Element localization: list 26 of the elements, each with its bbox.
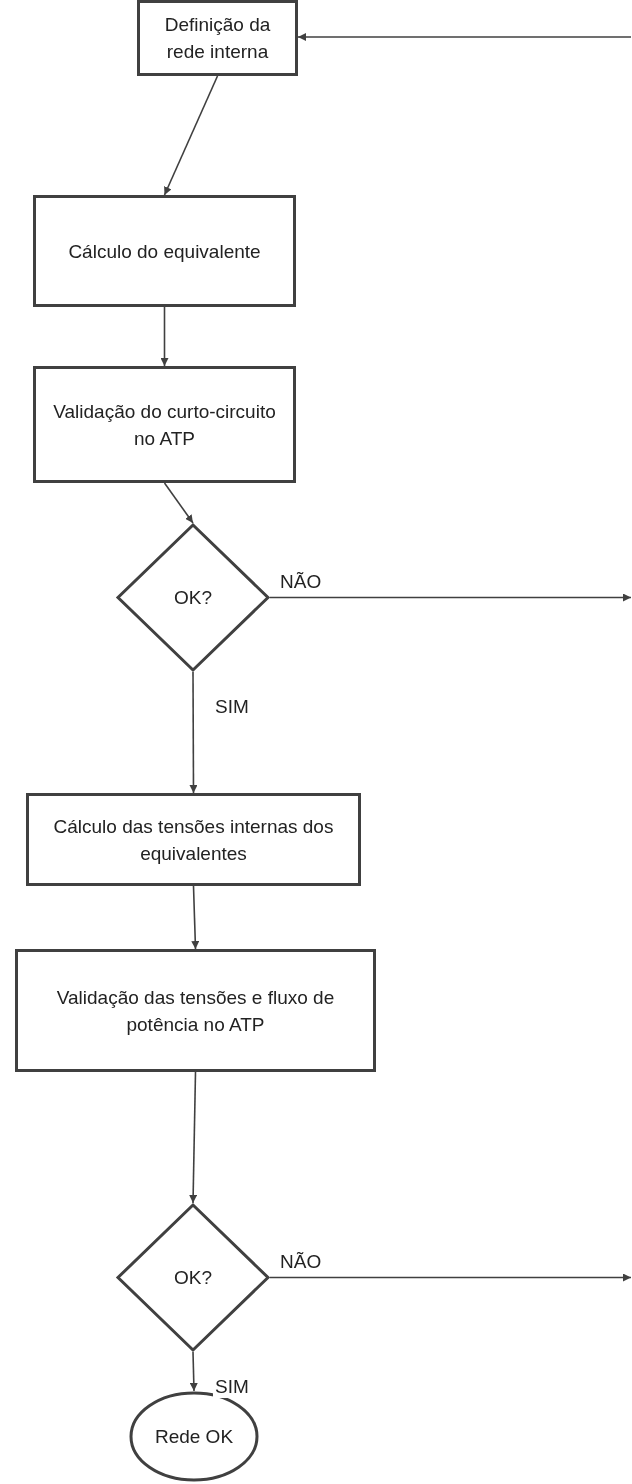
node-text: Validação das tensões e fluxo de potência no ATP	[55, 985, 336, 1037]
arrow	[163, 482, 194, 524]
process-box	[15, 949, 376, 1072]
node-text: Definição da rede interna	[163, 13, 272, 64]
process-box	[26, 793, 361, 886]
arrow	[269, 593, 632, 602]
process-box	[33, 366, 296, 483]
process-box	[137, 0, 298, 76]
arrow	[189, 1351, 198, 1392]
node-text: Validação do curto-circuito no ATP	[52, 399, 277, 451]
arrow	[163, 75, 219, 196]
process-box	[33, 195, 296, 307]
arrow	[189, 671, 198, 794]
decision-diamond	[116, 523, 270, 672]
node-text: Cálculo do equivalente	[67, 239, 262, 264]
arrow	[189, 1071, 198, 1204]
node-text: Rede OK	[153, 1425, 235, 1449]
terminal-ellipse	[129, 1391, 259, 1482]
node-text: OK?	[173, 586, 213, 610]
arrow	[269, 1273, 632, 1282]
arrow	[191, 885, 200, 950]
node-text: OK?	[173, 1266, 213, 1290]
arrow	[160, 306, 169, 367]
decision-diamond	[116, 1203, 270, 1352]
node-text: Cálculo das tensões internas dos equivalentes	[52, 814, 335, 866]
arrow	[297, 33, 632, 41]
